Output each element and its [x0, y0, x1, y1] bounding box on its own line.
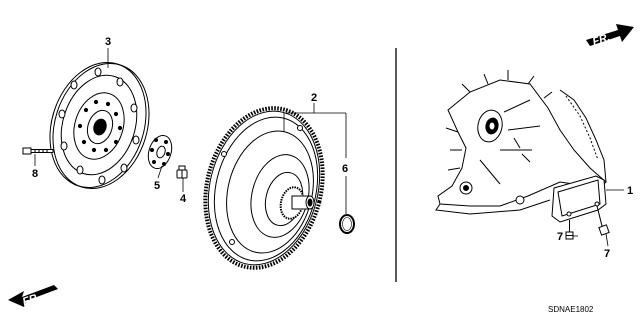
bolt-7-left — [565, 220, 574, 240]
callout-8: 8 — [32, 168, 38, 180]
callout-1: 1 — [627, 185, 633, 197]
diagram-code: SDNAE1802 — [548, 305, 594, 314]
fr-label-top: FR. — [591, 31, 612, 48]
bolt-8 — [22, 147, 54, 155]
o-ring — [339, 214, 355, 234]
inspection-cover — [551, 175, 607, 223]
callout-6: 6 — [342, 163, 348, 175]
callout-7-left: 7 — [557, 231, 563, 243]
torque-converter — [203, 106, 325, 270]
transmission-housing — [435, 70, 607, 215]
backing-plate — [147, 134, 173, 170]
fr-label-bottom: FR. — [21, 291, 42, 308]
leader-lines-right — [573, 189, 624, 247]
callout-2: 2 — [311, 92, 317, 104]
bolt-7-right — [596, 205, 610, 236]
leader-lines-left — [34, 48, 347, 214]
callout-3: 3 — [105, 36, 111, 48]
callout-7-right: 7 — [604, 248, 610, 260]
fr-arrow-bottom-left — [8, 285, 58, 307]
drive-plate — [49, 61, 150, 190]
callout-4: 4 — [180, 193, 187, 205]
fr-arrow-top-right — [586, 24, 634, 46]
bolt-4 — [176, 165, 188, 179]
callout-5: 5 — [154, 180, 160, 192]
